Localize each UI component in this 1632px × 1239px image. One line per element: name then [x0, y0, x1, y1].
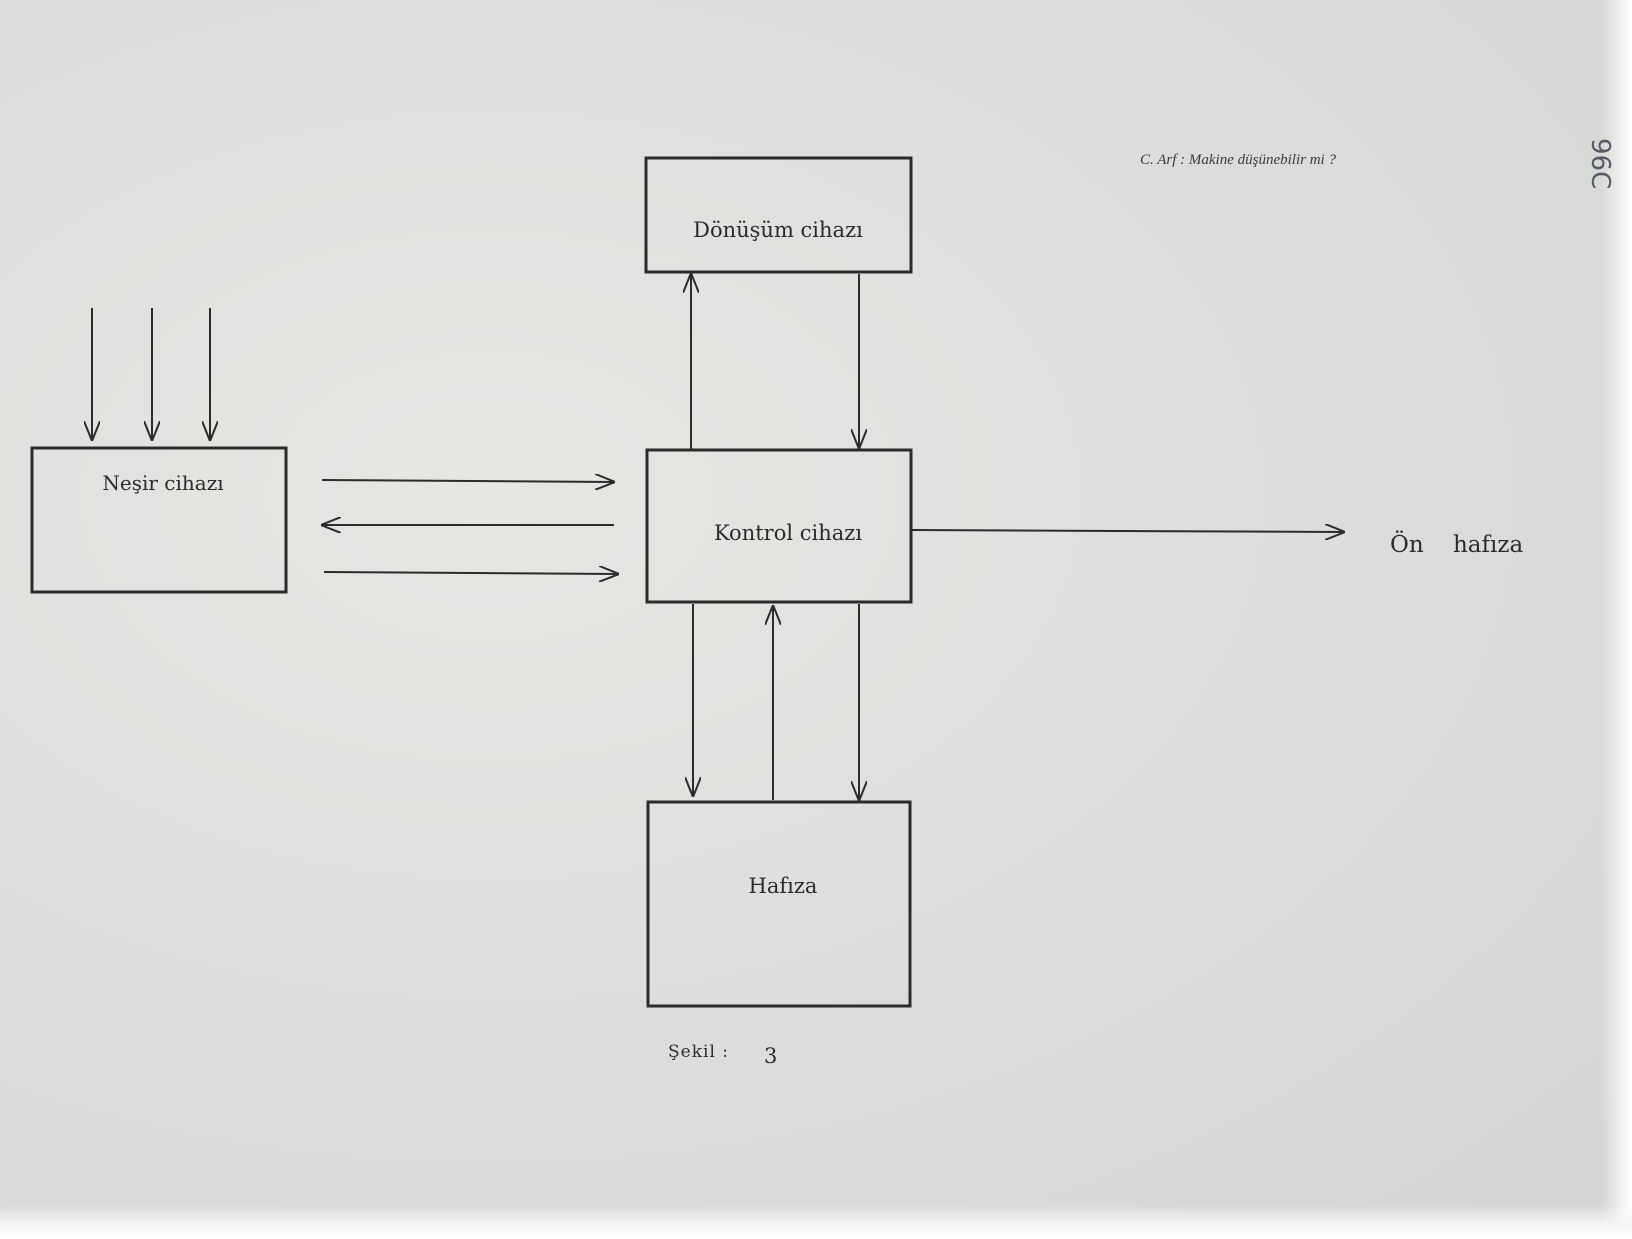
- donusum-box: [644, 156, 913, 274]
- donusum-label: Dönüşüm cihazı: [693, 218, 863, 242]
- arrow-nesir-to-kontrol-1: [321, 480, 614, 482]
- nesir-label: Neşir cihazı: [102, 471, 223, 495]
- figure-caption-prefix: Şekil :: [668, 1042, 729, 1062]
- figure-caption-number: 3: [764, 1044, 777, 1068]
- hafiza-box: [646, 800, 912, 1008]
- handwritten-note: 96C: [1585, 138, 1615, 189]
- kontrol-label: Kontrol cihazı: [714, 521, 862, 545]
- page-edge-right: [1602, 0, 1632, 1239]
- page-header: C. Arf : Makine düşünebilir mi ?: [1140, 152, 1336, 168]
- arrow-kontrol-to-on-hafiza: [911, 530, 1344, 532]
- nesir-box: [30, 446, 288, 594]
- on-hafiza-label: Ön hafıza: [1390, 531, 1523, 558]
- hafiza-label: Hafıza: [749, 874, 818, 898]
- arrow-nesir-to-kontrol-2: [323, 572, 618, 574]
- page-edge-bottom: [0, 1205, 1632, 1239]
- kontrol-box: [645, 448, 913, 604]
